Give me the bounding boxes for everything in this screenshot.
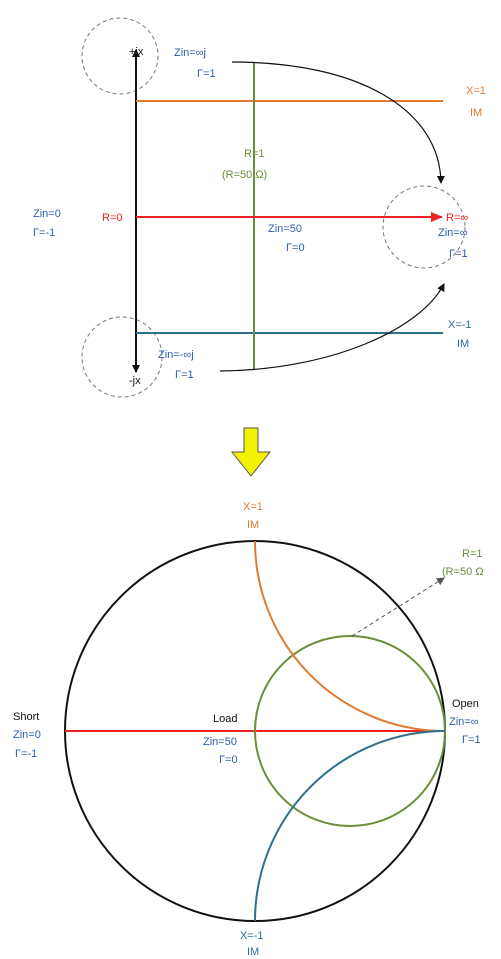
gamma1-right-label: Γ=1	[449, 248, 468, 260]
down-arrow	[230, 427, 272, 477]
upper-mapping-arrow	[231, 61, 445, 184]
xm1-bottom-label: X=-1	[240, 930, 264, 942]
top-left-upper-dashed-circle	[81, 17, 159, 95]
xm1-top-label: X=-1	[448, 319, 472, 331]
short-label: Short	[13, 711, 39, 723]
r-inf-label: R=∞	[446, 212, 468, 224]
top-left-lower-dashed-circle	[81, 316, 163, 398]
open-gamma-label: Γ=1	[462, 734, 481, 746]
top-right-dashed-circle	[382, 185, 466, 269]
open-label: Open	[452, 698, 479, 710]
plus-jx-label: +jx	[129, 46, 144, 58]
short-gamma-label: Γ=-1	[15, 748, 37, 760]
open-zin-label: Zin=∞	[449, 716, 479, 728]
load-label: Load	[213, 713, 237, 725]
x1-bottom-im-label: IM	[247, 519, 259, 531]
gamma-bottom-label: Γ=1	[175, 369, 194, 381]
top-diagram: +jx -jx Zin=∞j Γ=1 Zin=-∞j Γ=1 X=1 IM X=…	[33, 17, 486, 398]
xm1-top-im-label: IM	[457, 338, 469, 350]
short-zin-label: Zin=0	[13, 729, 41, 741]
load-zin-label: Zin=50	[203, 736, 237, 748]
r1-bottom-label: R=1	[462, 548, 483, 560]
zin-minus-inf-j-label: Zin=-∞j	[158, 349, 194, 361]
zin-inf-j-label: Zin=∞j	[174, 47, 206, 59]
lower-mapping-arrow	[219, 283, 445, 372]
r1-bottom-ohm-label: (R=50 Ω	[442, 566, 484, 578]
down-arrow-icon	[230, 427, 272, 477]
zin50-top-label: Zin=50	[268, 223, 302, 235]
x1-top-im-label: IM	[470, 107, 482, 119]
smith-chart: X=1 IM R=1 (R=50 Ω Short Zin=0 Γ=-1 Load…	[13, 501, 484, 958]
r1-top-ohm-label: (R=50 Ω)	[222, 169, 267, 181]
x1-bottom-label: X=1	[243, 501, 263, 513]
gamma-neg1-top-label: Γ=-1	[33, 227, 55, 239]
load-gamma-label: Γ=0	[219, 754, 238, 766]
r1-top-label: R=1	[244, 148, 265, 160]
minus-jx-label: -jx	[129, 375, 141, 387]
x1-arc	[254, 540, 446, 732]
zin-inf-top-label: Zin=∞	[438, 227, 468, 239]
zin0-top-label: Zin=0	[33, 208, 61, 220]
xm1-bottom-im-label: IM	[247, 946, 259, 958]
r0-label: R=0	[102, 212, 123, 224]
gamma0-top-label: Γ=0	[286, 242, 305, 254]
xm1-arc	[254, 730, 446, 922]
x1-top-label: X=1	[466, 85, 486, 97]
gamma-top-label: Γ=1	[197, 68, 216, 80]
